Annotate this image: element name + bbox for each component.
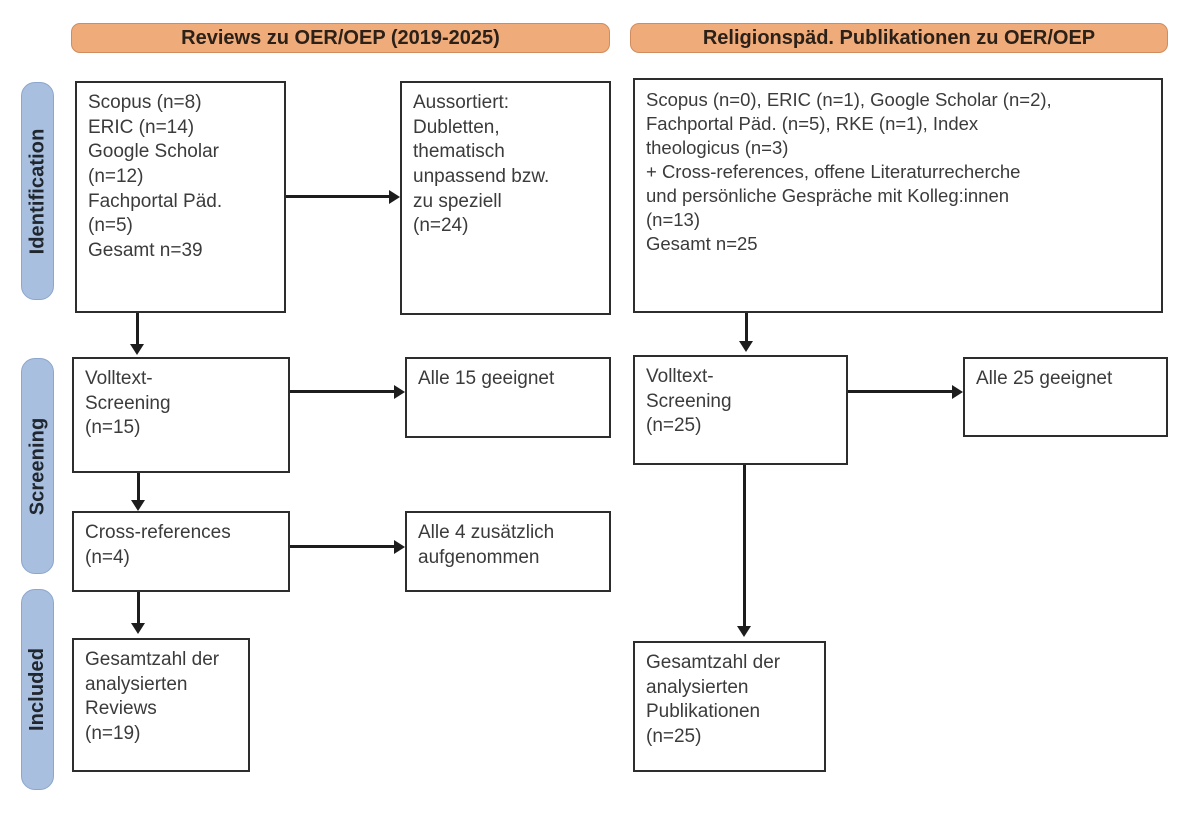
arrowhead-left-crossrefs-to-included [131,623,145,634]
box-right-screening: Volltext- Screening (n=25) [633,355,848,465]
box-left-excluded: Aussortiert: Dubletten, thematisch unpas… [400,81,611,315]
arrowhead-right-screening-to-included [737,626,751,637]
box-right-included: Gesamtzahl der analysierten Publikatione… [633,641,826,772]
arrowhead-left-screening-to-result [394,385,405,399]
connector-right-identification-to-screening [745,313,748,343]
box-right-identification: Scopus (n=0), ERIC (n=1), Google Scholar… [633,78,1163,313]
arrowhead-left-identification-to-excluded [389,190,400,204]
box-left-screening: Volltext- Screening (n=15) [72,357,290,473]
connector-left-screening-to-crossrefs [137,473,140,503]
arrowhead-left-crossrefs-to-result [394,540,405,554]
arrowhead-right-identification-to-screening [739,341,753,352]
column-header-reviews: Reviews zu OER/OEP (2019-2025) [71,23,610,53]
stage-tab-included: Included [21,589,54,790]
arrowhead-right-screening-to-result [952,385,963,399]
connector-right-screening-to-included [743,465,746,628]
box-left-identification: Scopus (n=8) ERIC (n=14) Google Scholar … [75,81,286,313]
stage-tab-identification: Identification [21,82,54,300]
stage-tab-screening-label: Screening [26,417,49,515]
connector-left-crossrefs-to-included [137,592,140,625]
connector-left-screening-to-result [290,390,394,393]
box-left-crossrefs: Cross-references (n=4) [72,511,290,592]
box-left-included: Gesamtzahl der analysierten Reviews (n=1… [72,638,250,772]
stage-tab-included-label: Included [26,647,48,732]
column-header-religionspaed: Religionspäd. Publikationen zu OER/OEP [630,23,1168,53]
box-left-screening-result: Alle 15 geeignet [405,357,611,438]
connector-left-identification-to-excluded [286,195,389,198]
connector-right-screening-to-result [848,390,952,393]
connector-left-crossrefs-to-result [290,545,394,548]
arrowhead-left-screening-to-crossrefs [131,500,145,511]
box-right-screening-result: Alle 25 geeignet [963,357,1168,437]
stage-tab-identification-label: Identification [26,128,48,254]
box-left-crossrefs-result: Alle 4 zusätzlich aufgenommen [405,511,611,592]
arrowhead-left-identification-to-screening [130,344,144,355]
connector-left-identification-to-screening [136,313,139,346]
stage-tab-screening: Screening [21,358,54,574]
